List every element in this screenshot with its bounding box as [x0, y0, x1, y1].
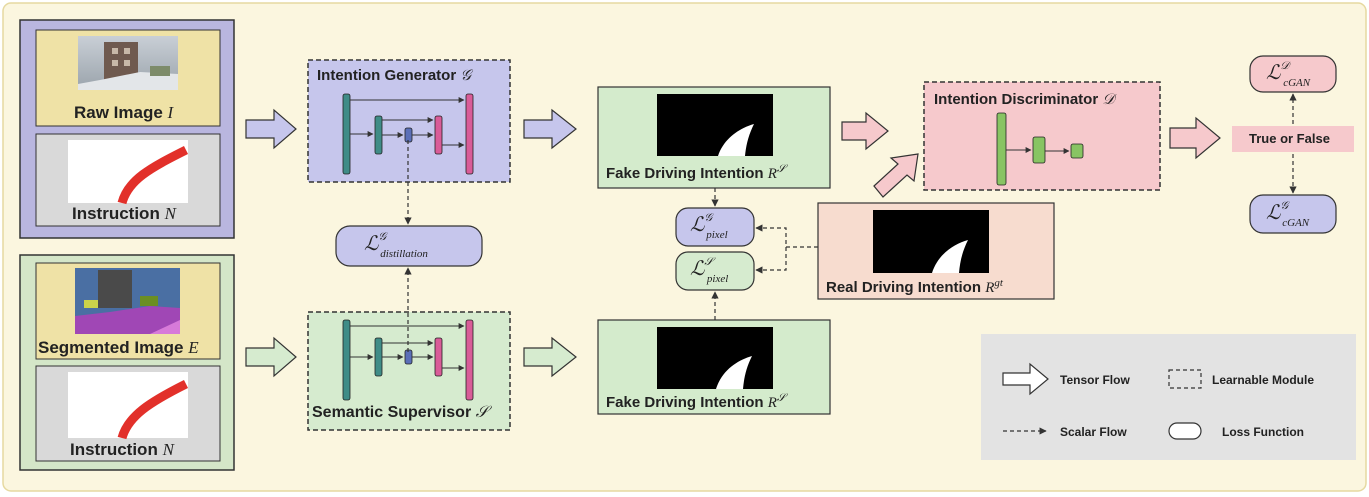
scalar-flow-real-to-pixel-s	[755, 247, 787, 274]
instruction-route-top	[117, 145, 189, 205]
true-or-false-label: True or False	[1249, 131, 1330, 146]
pixel-loss-s-pill	[675, 251, 755, 291]
instruction-top-label: Instruction N	[72, 204, 176, 223]
tensor-arrow-supervisor-out	[523, 336, 577, 378]
legend-learnable-module-label: Learnable Module	[1212, 373, 1315, 387]
legend-loss-function-icon	[1168, 422, 1202, 440]
legend-learnable-module-icon	[1168, 369, 1202, 389]
intention-generator-label: Intention Generator 𝒢	[317, 67, 472, 84]
fake-intention-bottom-label: Fake Driving Intention R𝒮	[606, 392, 786, 411]
fake-intention-top-label: Fake Driving Intention R𝒮	[606, 163, 786, 182]
segmented-image-label: Segmented Image E	[38, 338, 199, 357]
supervisor-network	[342, 319, 474, 401]
fake-intention-top-mask	[718, 124, 754, 156]
tensor-arrow-generator-out	[523, 108, 577, 150]
intention-generator-module	[307, 59, 511, 183]
discriminator-network	[996, 112, 1084, 186]
true-or-false-box	[1232, 126, 1354, 152]
legend-loss-function-label: Loss Function	[1222, 425, 1304, 439]
distillation-loss-pill	[335, 225, 483, 267]
intention-discriminator-module	[923, 81, 1161, 191]
semantic-supervisor-module	[307, 311, 511, 431]
scalar-flow-real-to-pixel-g	[755, 224, 818, 248]
semantic-supervisor-label: Semantic Supervisor 𝒮	[312, 404, 489, 421]
fake-intention-bottom-mask	[716, 356, 752, 389]
real-intention-mask	[932, 240, 968, 273]
legend-tensor-flow-label: Tensor Flow	[1060, 373, 1130, 387]
tensor-arrow-real-to-discriminator	[873, 153, 919, 198]
legend-scalar-flow-label: Scalar Flow	[1060, 425, 1127, 439]
legend-panel	[981, 334, 1356, 460]
pixel-loss-g-pill	[675, 207, 755, 247]
tensor-arrow-input-top	[245, 108, 297, 150]
cgan-loss-g-label: ℒ𝒢cGAN	[1266, 200, 1310, 229]
instruction-bottom-label: Instruction N	[70, 440, 174, 459]
tensor-arrow-fake-to-discriminator	[841, 111, 889, 151]
segmented-image-thumbnail	[75, 268, 180, 334]
cgan-loss-d-label: ℒ𝒟cGAN	[1266, 60, 1311, 89]
generator-network	[342, 93, 474, 175]
raw-image-label: Raw Image I	[74, 103, 174, 122]
intention-discriminator-label: Intention Discriminator 𝒟	[934, 91, 1115, 108]
legend-tensor-flow-icon	[1002, 362, 1049, 396]
real-intention-label: Real Driving Intention Rgt	[826, 277, 1003, 296]
tensor-arrow-discriminator-out	[1169, 116, 1221, 160]
instruction-route-bottom	[117, 379, 189, 440]
cgan-loss-d-pill	[1249, 55, 1337, 93]
raw-image-thumbnail	[78, 36, 178, 90]
cgan-loss-g-pill	[1249, 194, 1337, 234]
pixel-loss-g-label: ℒ𝒢pixel	[690, 212, 728, 241]
tensor-arrow-input-bottom	[245, 336, 297, 378]
pixel-loss-s-label: ℒ𝒮pixel	[690, 256, 729, 285]
distillation-loss-label: ℒ𝒢distillation	[364, 231, 428, 260]
